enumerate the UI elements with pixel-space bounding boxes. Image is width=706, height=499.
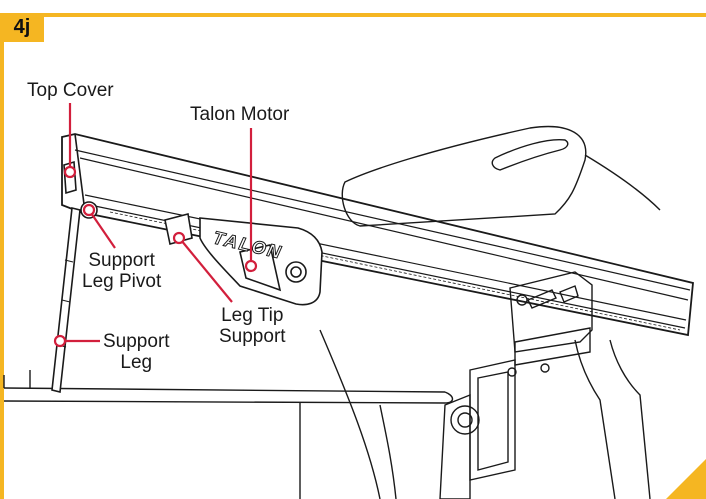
- frame-corner: [666, 459, 706, 499]
- callout-leg-tip-support: Leg Tip Support: [219, 305, 286, 347]
- mount-bolt-2: [507, 367, 517, 377]
- mount-bolt-3: [540, 363, 550, 373]
- frame-top-bar: [0, 13, 706, 17]
- callout-talon-motor: Talon Motor: [190, 104, 290, 125]
- callout-support-leg: Support Leg: [103, 331, 170, 373]
- rail-outline: [61, 133, 694, 337]
- leader-talon-motor-dot: [244, 259, 258, 273]
- support-leg: [51, 207, 81, 393]
- rail-lower-edge: [84, 194, 687, 321]
- chair-post-inner: [574, 339, 616, 499]
- support-leg-seg-1: [64, 259, 74, 263]
- chair-back: [341, 125, 587, 227]
- step-badge: 4j: [0, 13, 44, 42]
- callout-support-leg-line-1: Support: [103, 331, 170, 352]
- callout-top-cover: Top Cover: [27, 80, 114, 101]
- deck-bottom: [3, 400, 446, 404]
- leader-leg-tip-support-dot: [172, 231, 186, 245]
- hull-curve-2: [379, 404, 397, 499]
- leader-top-cover-dot: [63, 165, 77, 179]
- rail-channel-2: [109, 211, 681, 331]
- hull-curve: [319, 329, 381, 499]
- chair-side: [584, 154, 661, 211]
- chair-slot: [491, 138, 569, 171]
- leg-tip-support-bracket: [164, 213, 193, 245]
- leader-support-leg-pivot-dot: [82, 203, 96, 217]
- motor-knob-inner: [290, 266, 302, 278]
- deck-edge: [444, 391, 454, 404]
- callout-support-leg-line-2: Leg: [120, 352, 153, 373]
- callout-leg-tip-support-line-1: Leg Tip: [221, 305, 284, 326]
- chair-post: [609, 339, 651, 499]
- leader-support-leg-dot: [53, 334, 67, 348]
- rail-mid-edge: [79, 157, 689, 301]
- deck-top: [3, 387, 446, 393]
- mount-slot-2: [559, 285, 579, 303]
- pedestal-base: [439, 393, 471, 499]
- callout-support-leg-pivot: Support Leg Pivot: [82, 250, 161, 292]
- support-leg-seg-2: [61, 299, 71, 303]
- callout-support-leg-pivot-line-1: Support: [88, 250, 155, 271]
- top-cover-end: [74, 133, 86, 213]
- frame-left-bar: [0, 13, 4, 499]
- pedestal-inner: [477, 371, 509, 471]
- pedestal-bolt: [450, 405, 480, 435]
- pedestal-bolt-inner: [457, 412, 473, 428]
- mount-slot-1: [527, 289, 557, 309]
- rail-top-edge: [74, 149, 691, 291]
- leader-support-leg-pivot: [88, 209, 116, 249]
- callout-leg-tip-support-line-2: Support: [219, 326, 286, 347]
- mount-rail: [514, 327, 591, 366]
- callout-support-leg-pivot-line-2: Leg Pivot: [82, 271, 162, 292]
- leader-leg-tip-support: [180, 239, 233, 303]
